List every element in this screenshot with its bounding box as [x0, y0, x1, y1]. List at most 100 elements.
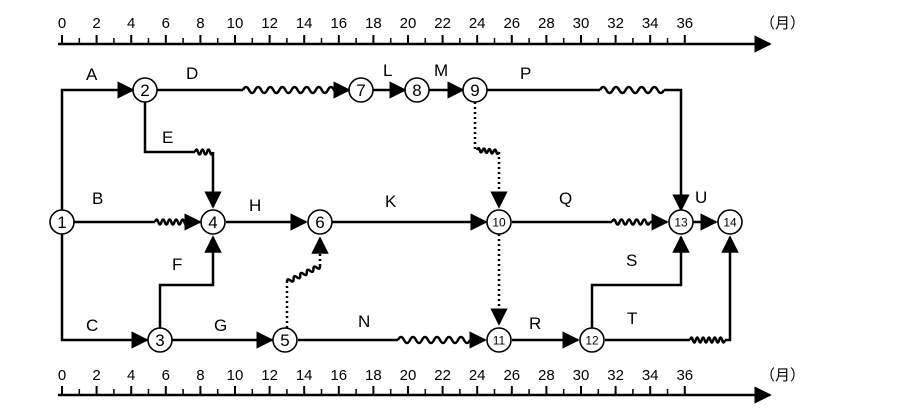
node-13-label: 13	[674, 216, 688, 230]
node-11-circle	[486, 327, 512, 353]
node-4-circle	[200, 209, 226, 235]
node-9-circle	[462, 77, 488, 103]
bottom-scale-tick-label: 14	[296, 367, 313, 384]
top-scale-tick-label: 32	[607, 15, 624, 32]
node-3-circle	[147, 327, 173, 353]
top-scale-tick-label: 10	[227, 15, 244, 32]
node-9-label: 9	[470, 81, 479, 100]
top-scale-tick-label: 24	[469, 15, 486, 32]
activity-labels: A D L M P E B H K Q U F S C G N R T	[86, 61, 707, 335]
arrow-s	[590, 235, 690, 328]
bottom-scale-tick-label: 34	[642, 367, 659, 384]
bottom-scale-tick-label: 32	[607, 367, 624, 384]
bottom-scale-tick-label: 30	[573, 367, 590, 384]
top-scale-tick-label: 2	[92, 15, 100, 32]
node-7-circle	[348, 77, 374, 103]
dummy-9-10-float	[475, 146, 501, 156]
arrow-e-solid	[143, 102, 195, 154]
node-7-label: 7	[356, 81, 365, 100]
arrow-p-head	[664, 88, 690, 212]
arrow-e-float	[193, 148, 215, 156]
label-l: L	[383, 61, 392, 80]
node-14-label: 14	[723, 216, 737, 230]
dummy-9-10-dotted	[473, 102, 477, 152]
label-d: D	[186, 64, 198, 83]
label-q: Q	[559, 189, 572, 208]
node-13-circle	[668, 209, 694, 235]
bottom-scale-tick-label: 28	[538, 367, 555, 384]
bottom-scale-tick-label: 0	[58, 367, 66, 384]
arrow-n-float	[396, 335, 472, 345]
arrow-t-float	[688, 336, 727, 344]
bottom-scale-tick-label: 10	[227, 367, 244, 384]
bottom-scale-tick-label: 2	[92, 367, 100, 384]
bottom-scale-tick-label: 4	[127, 367, 135, 384]
node-6-label: 6	[315, 213, 324, 232]
label-b: B	[92, 189, 103, 208]
label-a: A	[86, 65, 98, 84]
bottom-scale-tick-label: 26	[503, 367, 520, 384]
label-p: P	[520, 64, 531, 83]
label-u: U	[695, 188, 707, 207]
label-k: K	[385, 192, 397, 211]
node-6-circle	[307, 209, 333, 235]
arrow-p-float	[598, 85, 666, 95]
node-12-label: 12	[585, 334, 599, 348]
bottom-scale-tick-label: 8	[196, 367, 204, 384]
top-scale-tick-label: 8	[196, 15, 204, 32]
label-s: S	[626, 251, 637, 270]
node-10-circle	[486, 209, 512, 235]
arrow-t-head	[721, 235, 739, 342]
label-g: G	[214, 316, 227, 335]
top-scale-tick-label: 26	[503, 15, 520, 32]
node-2-circle	[132, 77, 158, 103]
dummy-arrows	[285, 102, 508, 328]
bottom-scale-tick-label: 16	[330, 367, 347, 384]
top-scale-tick-label: 20	[400, 15, 417, 32]
bottom-scale-tick-label: 12	[261, 367, 278, 384]
node-8-circle	[404, 77, 430, 103]
bottom-scale-tick-label: 20	[400, 367, 417, 384]
label-c: C	[86, 316, 98, 335]
bottom-scale-tick-label: 18	[365, 367, 382, 384]
node-11-label: 11	[493, 334, 506, 348]
label-t: T	[627, 309, 637, 328]
top-scale-tick-label: 18	[365, 15, 382, 32]
top-scale-unit: （月）	[760, 15, 805, 32]
top-scale-tick-label: 0	[58, 15, 66, 32]
bottom-scale-tick-label: 6	[162, 367, 170, 384]
bottom-scale-tick-label: 36	[676, 367, 693, 384]
label-r: R	[529, 314, 541, 333]
node-3-label: 3	[155, 331, 164, 350]
node-8-label: 8	[412, 81, 421, 100]
top-scale-tick-label: 22	[434, 15, 451, 32]
node-1-circle	[49, 209, 75, 235]
arrow-c	[60, 234, 149, 349]
label-m: M	[434, 61, 448, 80]
label-e: E	[162, 128, 173, 147]
dummy-5-6-float	[285, 265, 322, 283]
node-10-label: 10	[492, 216, 506, 230]
top-scale-tick-label: 6	[162, 15, 170, 32]
bottom-scale-unit: （月）	[760, 367, 805, 384]
arrow-d-float	[241, 85, 342, 95]
node-5-circle	[272, 327, 298, 353]
top-scale-tick-label: 28	[538, 15, 555, 32]
top-scale-tick-label: 12	[261, 15, 278, 32]
node-2-label: 2	[140, 81, 149, 100]
node-1-label: 1	[57, 213, 66, 232]
top-scale-tick-label: 34	[642, 15, 659, 32]
top-scale-tick-label: 30	[573, 15, 590, 32]
activity-arrows	[60, 81, 739, 349]
label-f: F	[172, 255, 182, 274]
node-14-circle	[717, 209, 743, 235]
arrow-f	[158, 235, 222, 328]
top-scale-tick-label: 36	[676, 15, 693, 32]
node-12-circle	[579, 327, 605, 353]
label-n: N	[358, 312, 370, 331]
top-scale-tick-label: 4	[127, 15, 135, 32]
arrow-a	[60, 81, 135, 210]
